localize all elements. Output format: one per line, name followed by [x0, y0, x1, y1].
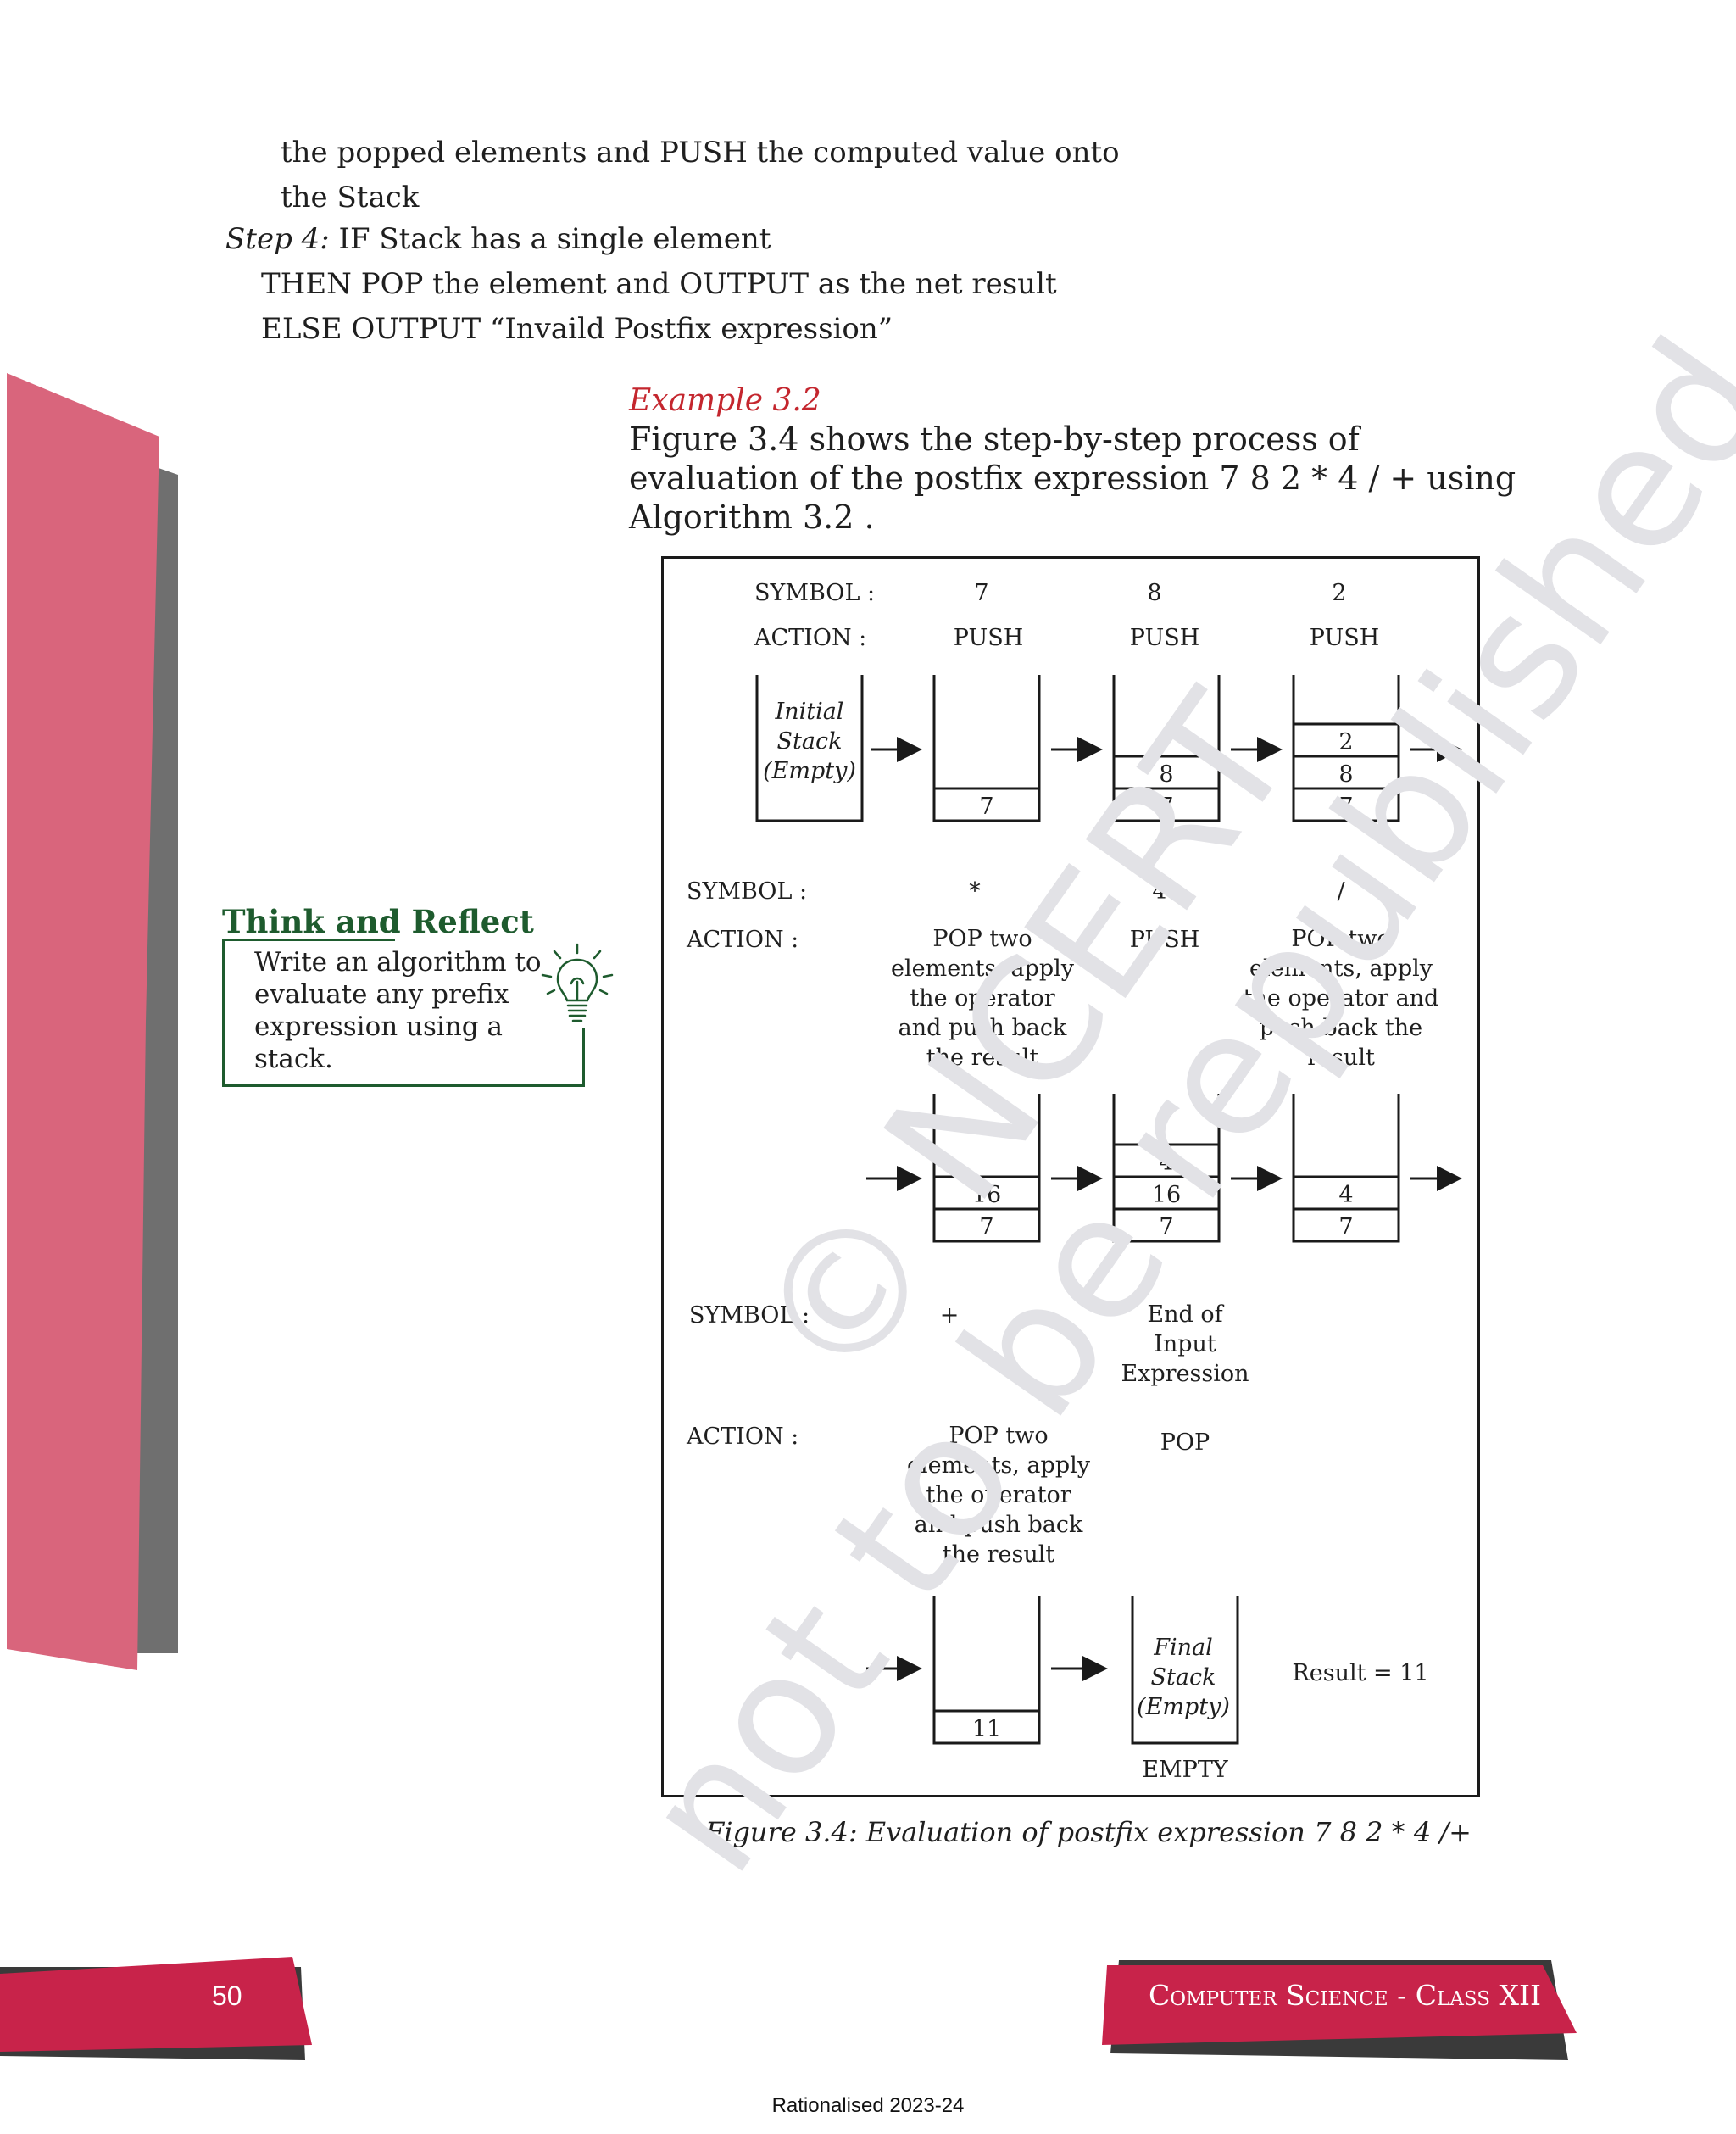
row2-symbol-3: /: [1337, 878, 1345, 905]
stack4-item: 16: [972, 1182, 1001, 1208]
stack3-item: 8: [1338, 761, 1353, 788]
stack1-item: 7: [979, 794, 993, 820]
final-empty-label: EMPTY: [1142, 1757, 1229, 1783]
think-reflect-title: Think and Reflect: [222, 903, 534, 940]
algorithm-step-4: Step 4: IF Stack has a single element: [225, 222, 771, 256]
footer-left-band: [0, 1957, 312, 2060]
row3-symbol-b-line: End of: [1147, 1301, 1224, 1328]
row3-action-b: POP: [1160, 1429, 1210, 1456]
row2-action-c-line: elements, apply: [1249, 956, 1433, 982]
step-4-text: IF Stack has a single element: [329, 222, 771, 256]
left-decorative-band: [7, 373, 178, 1670]
initial-stack-line-2: Stack: [777, 728, 843, 755]
step-4-label: Step 4:: [225, 222, 330, 256]
row2-action-c-line: push back the: [1260, 1015, 1422, 1041]
algorithm-line-1: the popped elements and PUSH the compute…: [281, 136, 1120, 170]
stack3-item: 7: [1338, 794, 1353, 820]
final-stack-line-3: (Empty): [1137, 1694, 1230, 1720]
row2-action-c-line: result: [1307, 1045, 1375, 1071]
row3-action-label: ACTION :: [686, 1424, 798, 1450]
think-reflect-box-edge: [582, 1028, 585, 1087]
final-stack-line-1: Final: [1153, 1635, 1213, 1661]
stack6-item: 4: [1338, 1182, 1353, 1208]
row3-symbol-b-line: Input: [1154, 1331, 1216, 1357]
row1-symbol-label: SYMBOL :: [754, 580, 875, 606]
example-title: Example 3.2: [629, 383, 821, 418]
row3-action-a-line: elements, apply: [907, 1452, 1091, 1479]
rationalised-note: Rationalised 2023-24: [771, 2094, 965, 2117]
initial-stack-line-3: (Empty): [763, 758, 856, 784]
row1-action-label: ACTION :: [754, 625, 866, 651]
stack7-item: 11: [972, 1716, 1001, 1742]
postfix-evaluation-figure: SYMBOL : ACTION : 7 8 2 PUSH PUSH PUSH I…: [686, 580, 1462, 1783]
row1-symbol-3: 2: [1332, 580, 1346, 606]
row3-action-a-line: and push back: [915, 1512, 1083, 1538]
row3-symbol-b-line: Expression: [1121, 1361, 1249, 1387]
row2-action-a-line: elements, apply: [891, 956, 1075, 982]
row1-action-2: PUSH: [1130, 625, 1200, 651]
final-stack-line-2: Stack: [1151, 1664, 1216, 1691]
stack4-item: 7: [979, 1214, 993, 1240]
row1-action-1: PUSH: [954, 625, 1024, 651]
row2-action-a-line: the result: [926, 1045, 1039, 1071]
row1-symbol-2: 8: [1147, 580, 1161, 606]
row1-symbol-1: 7: [974, 580, 988, 606]
row3-action-a-line: POP two: [949, 1423, 1048, 1449]
algorithm-line-2: the Stack: [281, 181, 420, 215]
row3-action-a-line: the operator: [926, 1482, 1071, 1508]
row2-symbol-label: SYMBOL :: [687, 878, 807, 905]
stack5-item: 16: [1152, 1182, 1181, 1208]
row2-action-label: ACTION :: [686, 927, 798, 953]
row3-action-a-line: the result: [943, 1541, 1055, 1568]
row3-symbol-a: +: [940, 1302, 960, 1329]
example-intro: Figure 3.4 shows the step-by-step proces…: [629, 421, 1516, 536]
row2-symbol-1: *: [969, 878, 981, 905]
stack2-item: 7: [1159, 794, 1173, 820]
row2-action-c-line: the operator and: [1244, 985, 1439, 1011]
page-number: 50: [212, 1981, 242, 2011]
row2-symbol-2: 4: [1152, 878, 1166, 905]
think-reflect-box: [222, 939, 585, 1087]
stack2-item: 8: [1159, 761, 1173, 788]
stack3-item: 2: [1338, 729, 1353, 755]
stack5-item: 4: [1159, 1150, 1173, 1176]
footer-right-band: [1102, 1960, 1577, 2060]
stack5-item: 7: [1159, 1214, 1173, 1240]
figure-frame: [661, 556, 1480, 1797]
subject-title: Computer Science - Class XII: [1149, 1979, 1542, 2012]
think-reflect-underline: [222, 939, 395, 941]
initial-stack-line-1: Initial: [775, 699, 844, 725]
row3-symbol-label: SYMBOL :: [689, 1302, 810, 1329]
algorithm-line-4: THEN POP the element and OUTPUT as the n…: [261, 267, 1057, 301]
figure-caption: Figure 3.4: Evaluation of postfix expres…: [705, 1816, 1472, 1848]
algorithm-line-5: ELSE OUTPUT “Invaild Postfix expression”: [261, 312, 893, 346]
row1-action-3: PUSH: [1310, 625, 1380, 651]
row2-action-a-line: POP two: [932, 926, 1032, 952]
row2-action-c-line: POP two: [1291, 926, 1390, 952]
stack6-item: 7: [1338, 1214, 1353, 1240]
think-reflect-text: Write an algorithm to evaluate any prefi…: [254, 947, 542, 1074]
result-label: Result = 11: [1292, 1660, 1428, 1686]
lightbulb-icon: [541, 943, 614, 1022]
row2-action-b: PUSH: [1130, 927, 1200, 953]
row2-action-a-line: the operator: [910, 985, 1054, 1011]
row2-action-a-line: and push back: [899, 1015, 1067, 1041]
